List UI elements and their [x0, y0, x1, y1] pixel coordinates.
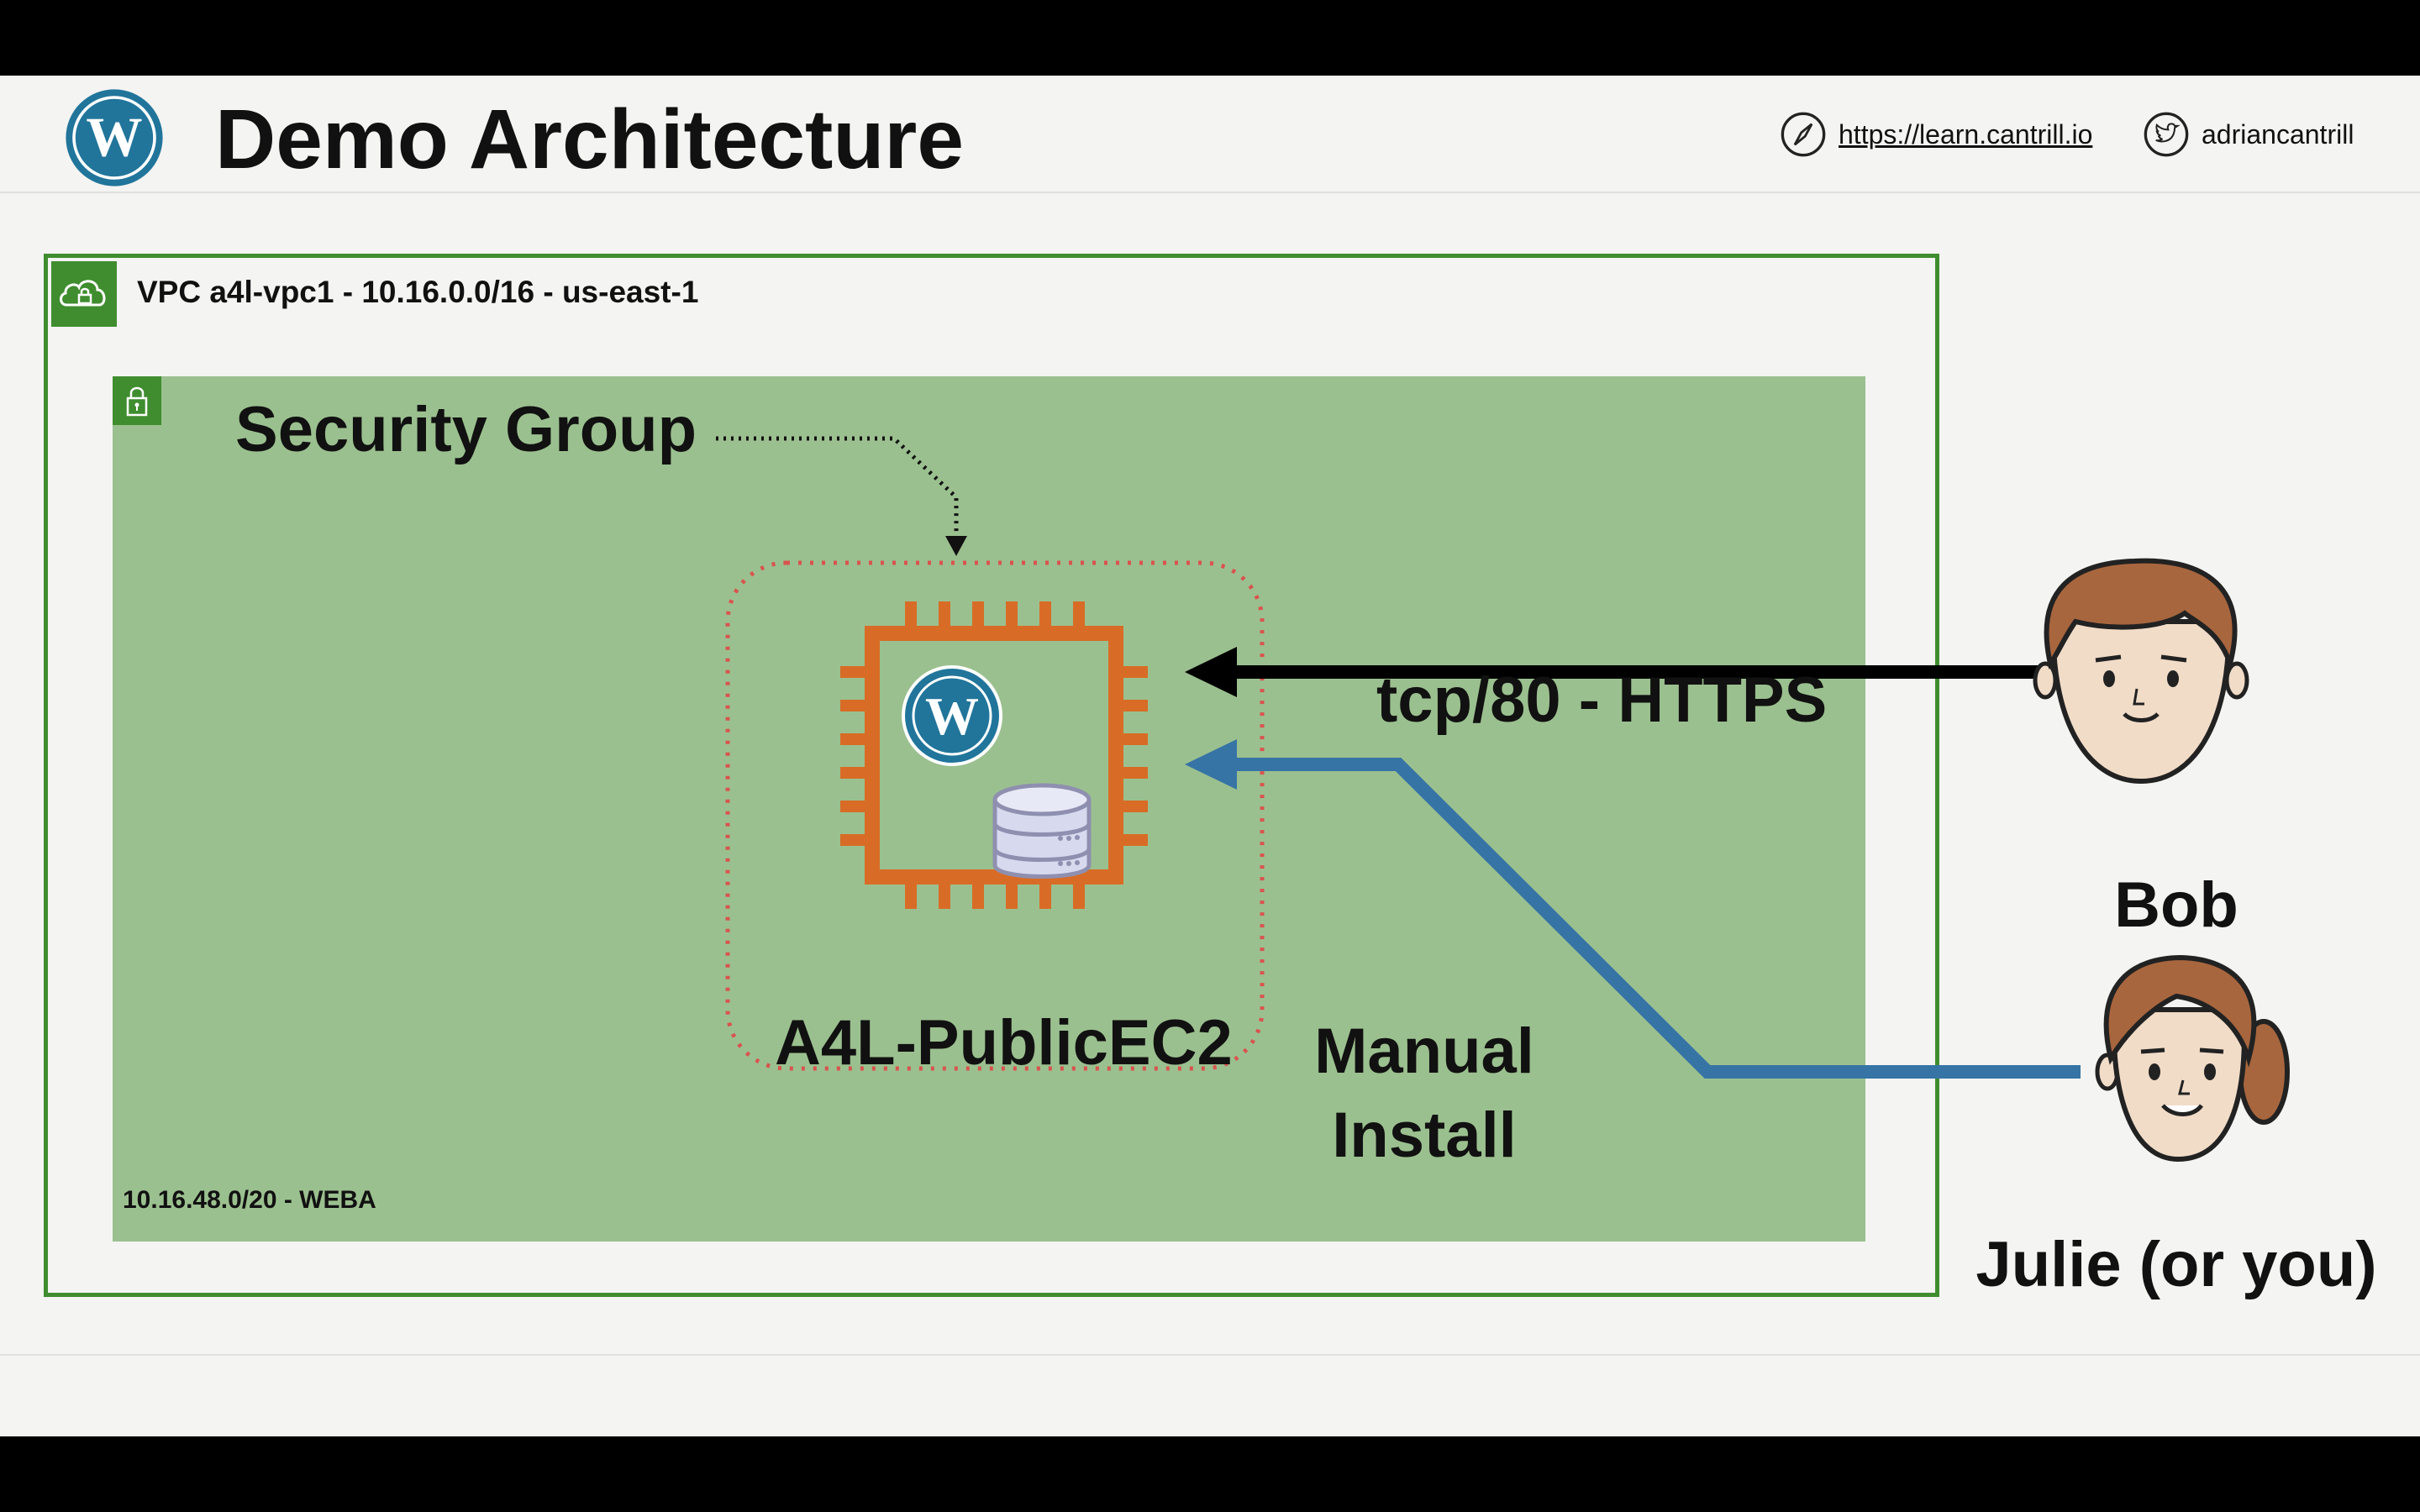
- database-icon: [992, 783, 1092, 879]
- manual-install-line1: Manual: [1314, 1016, 1534, 1087]
- twitter-icon: [2144, 112, 2189, 157]
- vpc-label: VPC a4l-vpc1 - 10.16.0.0/16 - us-east-1: [137, 275, 699, 309]
- twitter-handle[interactable]: adriancantrill: [2202, 118, 2354, 150]
- svg-text:W: W: [925, 686, 979, 746]
- manual-install-label: Manual Install: [1277, 1010, 1571, 1178]
- ec2-instance-label: A4L-PublicEC2: [775, 1007, 1233, 1079]
- security-group-pointer-head: [945, 536, 967, 556]
- manual-install-line2: Install: [1332, 1100, 1517, 1171]
- slide: W Demo Architecture https://learn.cantri…: [0, 76, 2420, 1436]
- security-group-label: Security Group: [235, 394, 697, 465]
- compass-icon: [1781, 112, 1826, 157]
- website-link[interactable]: https://learn.cantrill.io: [1780, 111, 2092, 158]
- wordpress-logo-icon: W: [66, 89, 163, 186]
- person-bob-icon: [2033, 558, 2249, 785]
- vpc-container: VPC a4l-vpc1 - 10.16.0.0/16 - us-east-1: [44, 254, 1939, 1297]
- subnet-lock-icon: [113, 376, 161, 425]
- ec2-chip-icon: [840, 601, 1148, 909]
- twitter-link[interactable]: adriancantrill: [2143, 111, 2354, 158]
- diagram-graphics: W: [716, 436, 2290, 1163]
- person-julie-icon: [2095, 954, 2290, 1163]
- subnet-container: Security Group 10.16.48.0/20 - WEBA: [113, 376, 1865, 1242]
- vpc-cloud-lock-icon: [51, 261, 117, 327]
- wordpress-instance-icon: W: [902, 665, 1002, 766]
- footer-divider: [0, 1354, 2420, 1356]
- subnet-label: 10.16.48.0/20 - WEBA: [123, 1186, 376, 1214]
- bob-label: Bob: [2114, 869, 2238, 941]
- page-title: Demo Architecture: [215, 92, 964, 186]
- bob-protocol-label: tcp/80 - HTTPS: [1376, 664, 1828, 736]
- header: W Demo Architecture https://learn.cantri…: [0, 76, 2420, 193]
- bob-arrow-head: [1185, 647, 1237, 697]
- security-group-pointer: [716, 436, 959, 543]
- julie-label: Julie (or you): [1975, 1229, 2377, 1300]
- julie-arrow-head: [1185, 739, 1237, 790]
- website-url[interactable]: https://learn.cantrill.io: [1839, 118, 2093, 150]
- svg-text:W: W: [86, 106, 142, 169]
- julie-connection-line: [1227, 758, 2081, 1079]
